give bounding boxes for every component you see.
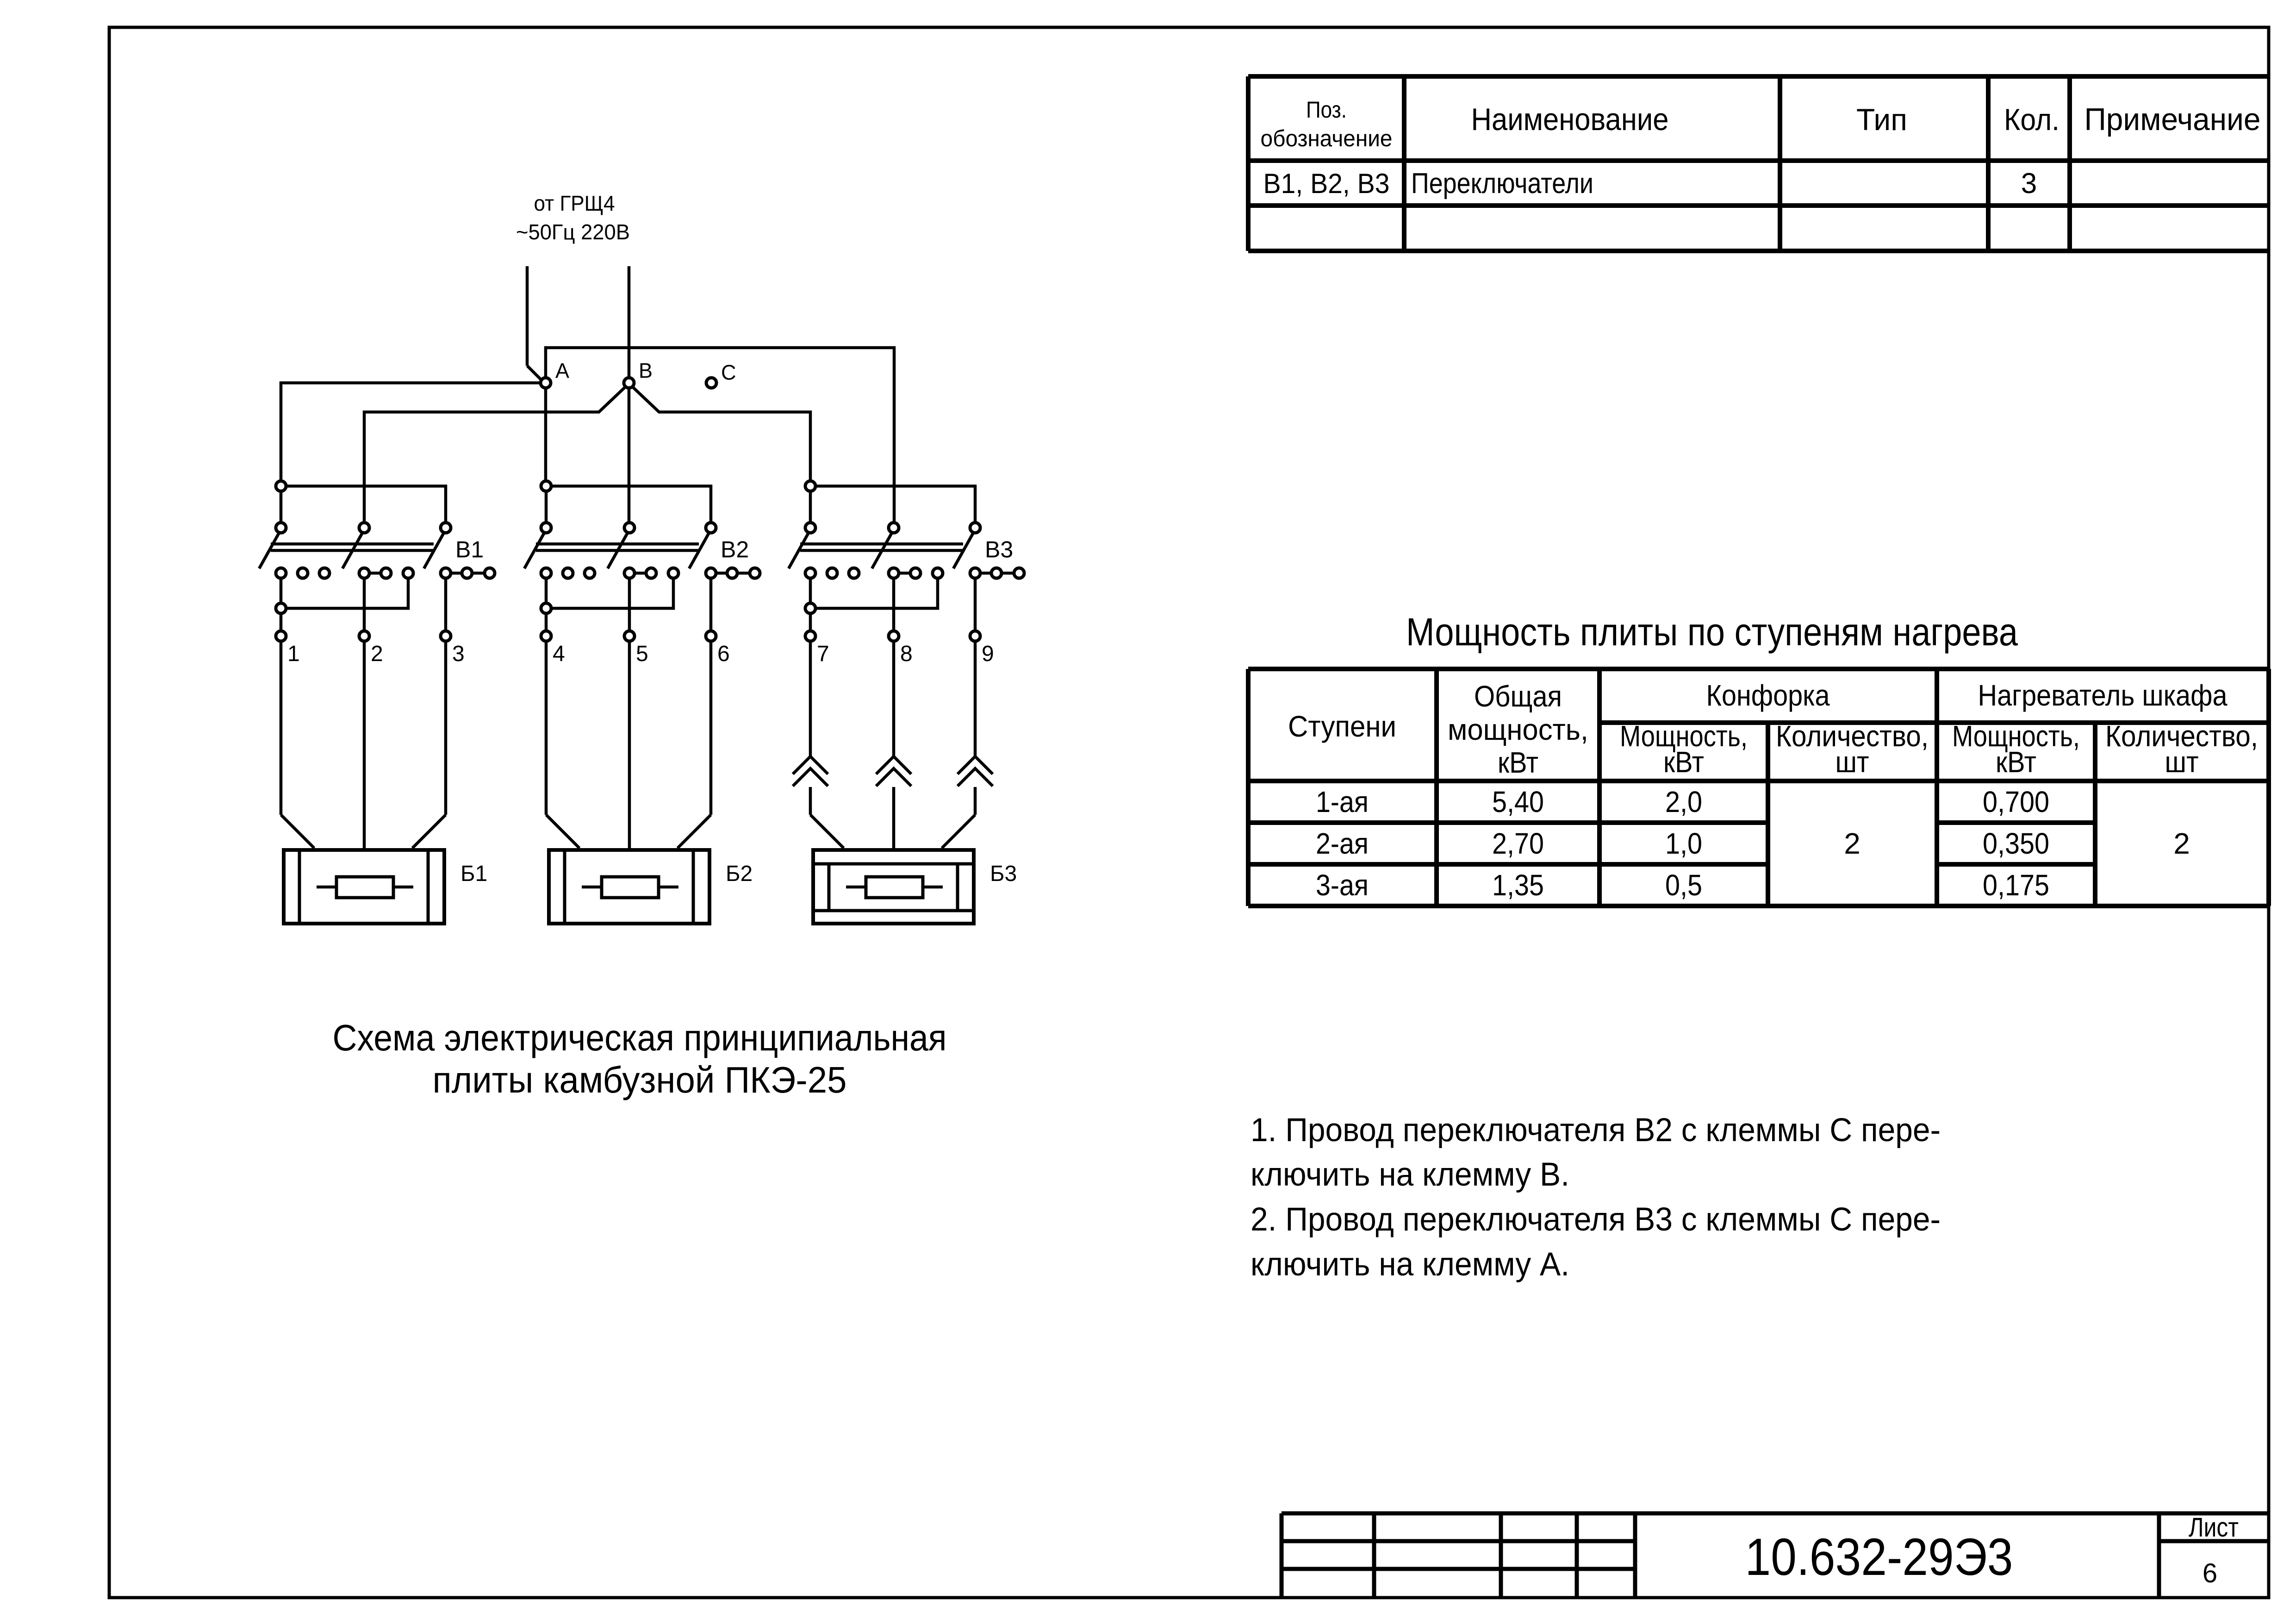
svg-text:ключить на клемму А.: ключить на клемму А. (1251, 1246, 1569, 1283)
svg-text:2,0: 2,0 (1665, 785, 1702, 818)
svg-text:Нагреватель шкафа: Нагреватель шкафа (1978, 679, 2228, 712)
svg-text:Мощность плиты по ступеням наг: Мощность плиты по ступеням нагрева (1406, 610, 2018, 654)
svg-text:0,5: 0,5 (1665, 868, 1702, 902)
svg-text:Конфорка: Конфорка (1706, 679, 1830, 712)
svg-text:Общая: Общая (1474, 680, 1562, 713)
svg-text:В1, В2, В3: В1, В2, В3 (1263, 168, 1390, 199)
svg-text:1-ая: 1-ая (1316, 785, 1369, 818)
svg-text:Ступени: Ступени (1288, 710, 1396, 743)
svg-text:Схема электрическая принципиал: Схема электрическая принципиальная (333, 1017, 947, 1058)
svg-text:В: В (639, 359, 653, 382)
svg-text:В1: В1 (455, 537, 484, 562)
svg-text:Мощность,: Мощность, (1620, 719, 1748, 753)
svg-text:8: 8 (900, 642, 913, 666)
svg-text:3-ая: 3-ая (1316, 868, 1369, 902)
svg-text:~50Гц 220В: ~50Гц 220В (516, 220, 630, 244)
svg-text:3: 3 (452, 642, 465, 666)
svg-text:Поз.: Поз. (1306, 97, 1347, 123)
svg-text:С: С (721, 361, 736, 384)
svg-text:Количество,: Количество, (1776, 719, 1929, 753)
svg-text:кВт: кВт (1996, 745, 2036, 779)
svg-text:0,350: 0,350 (1983, 827, 2049, 860)
svg-text:7: 7 (817, 642, 829, 666)
svg-text:ключить на клемму В.: ключить на клемму В. (1251, 1156, 1569, 1193)
svg-text:обозначение: обозначение (1261, 125, 1393, 151)
svg-text:А: А (555, 359, 569, 382)
svg-text:3: 3 (2021, 168, 2037, 200)
svg-text:2: 2 (371, 642, 383, 666)
svg-text:0,175: 0,175 (1983, 868, 2049, 902)
svg-text:Лист: Лист (2189, 1512, 2239, 1543)
svg-text:мощность,: мощность, (1448, 713, 1588, 746)
svg-text:Тип: Тип (1856, 102, 1907, 137)
svg-text:В3: В3 (985, 537, 1013, 562)
svg-text:Б3: Б3 (990, 862, 1017, 886)
svg-text:от ГРЩ4: от ГРЩ4 (534, 191, 615, 215)
svg-text:1. Провод переключателя В2 с к: 1. Провод переключателя В2 с клеммы С пе… (1251, 1112, 1941, 1149)
svg-text:шт: шт (2165, 745, 2199, 779)
svg-text:2: 2 (2173, 827, 2190, 860)
svg-text:6: 6 (717, 642, 730, 666)
svg-text:1,35: 1,35 (1492, 868, 1544, 902)
svg-text:6: 6 (2203, 1558, 2217, 1588)
svg-text:Кол.: Кол. (2004, 102, 2060, 137)
svg-text:кВт: кВт (1663, 745, 1704, 779)
svg-text:9: 9 (982, 642, 994, 666)
svg-text:2,70: 2,70 (1492, 827, 1544, 860)
svg-text:Наименование: Наименование (1471, 102, 1669, 137)
svg-text:Б2: Б2 (726, 862, 753, 886)
svg-text:4: 4 (553, 642, 565, 666)
svg-text:Переключатели: Переключатели (1411, 168, 1593, 200)
svg-text:Количество,: Количество, (2105, 719, 2258, 753)
svg-text:плиты камбузной ПКЭ-25: плиты камбузной ПКЭ-25 (433, 1059, 847, 1100)
svg-text:10.632-29Э3: 10.632-29Э3 (1745, 1528, 2013, 1586)
svg-text:кВт: кВт (1498, 746, 1538, 779)
svg-text:шт: шт (1836, 745, 1869, 779)
svg-text:5,40: 5,40 (1492, 785, 1544, 818)
svg-text:1,0: 1,0 (1665, 827, 1702, 860)
svg-text:5: 5 (636, 642, 648, 666)
svg-text:1: 1 (287, 642, 300, 666)
svg-text:В2: В2 (721, 537, 749, 562)
svg-text:Мощность,: Мощность, (1952, 719, 2080, 753)
svg-text:0,700: 0,700 (1983, 785, 2049, 818)
svg-text:2: 2 (1844, 827, 1860, 860)
svg-text:2-ая: 2-ая (1316, 827, 1369, 860)
svg-text:Примечание: Примечание (2084, 102, 2261, 137)
svg-text:Б1: Б1 (460, 862, 487, 886)
svg-text:2. Провод переключателя В3 с к: 2. Провод переключателя В3 с клеммы С пе… (1251, 1201, 1941, 1238)
